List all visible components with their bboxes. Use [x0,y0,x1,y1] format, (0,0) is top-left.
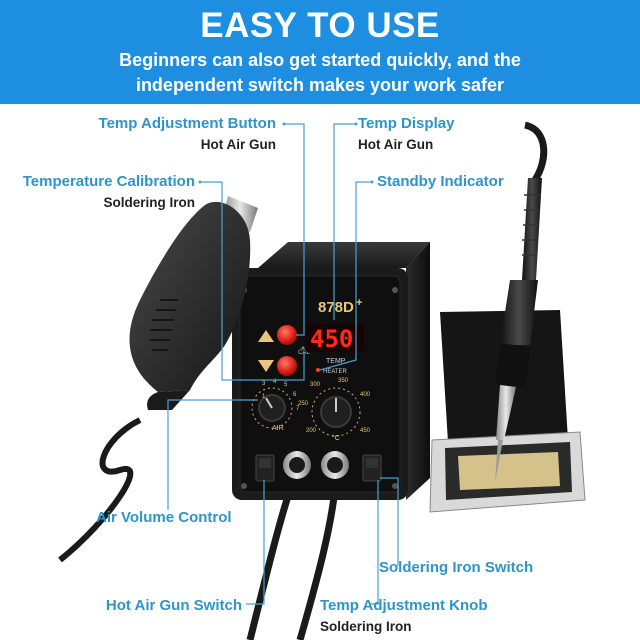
temp-down-button[interactable] [277,356,297,376]
hot-air-gun [129,196,258,410]
leader-lines [167,123,399,605]
callout-temp-display: Temp Display Hot Air Gun [358,115,454,152]
iron-cable [523,121,548,182]
soldering-station: 878D + CAL 450 TEMP HEATER 1 3 4 [232,242,430,500]
callout-temp-adjustment-button: Temp Adjustment Button Hot Air Gun [99,115,276,152]
callout-soldering-iron-switch: Soldering Iron Switch [379,559,533,576]
callout-title: Temperature Calibration [22,173,195,190]
heater-label: HEATER [323,369,348,375]
cal-hole[interactable] [301,346,305,350]
temp-scale-350: 350 [338,378,349,384]
air-scale-3: 3 [262,381,266,387]
temp-label: TEMP [326,358,346,365]
air-label: AIR [272,425,284,432]
standby-indicator-light [316,368,320,372]
cable-left [246,488,294,640]
soldering-iron [495,178,542,482]
callout-title: Temp Display [358,115,455,132]
product-illustration: 878D + CAL 450 TEMP HEATER 1 3 4 [58,121,586,640]
up-arrow-icon [258,330,274,342]
callout-hot-air-gun-switch: Hot Air Gun Switch [106,597,242,614]
temp-scale-300: 300 [310,382,321,388]
callout-sub: Hot Air Gun [200,137,276,152]
temp-scale-200: 200 [306,428,317,434]
callout-temp-adjustment-knob: Temp Adjustment Knob Soldering Iron [320,597,488,634]
subtitle-line-2: independent switch makes your work safer [135,75,505,95]
air-scale-1: 1 [262,394,266,400]
callout-sub: Soldering Iron [320,619,412,634]
callout-title: Air Volume Control [96,509,232,526]
air-volume-knob-group: 1 3 4 5 6 7 AIR [251,379,300,432]
air-scale-6: 6 [293,392,297,398]
callout-title: Soldering Iron Switch [379,559,534,576]
cleaning-sponge [458,452,560,490]
model-plus: + [356,297,362,309]
subtitle-line-1: Beginners can also get started quickly, … [119,50,521,70]
model-label: 878D [318,299,354,316]
temp-scale-450: 450 [360,428,371,434]
callout-title: Standby Indicator [377,173,504,190]
callout-air-volume-control: Air Volume Control [96,509,232,526]
temp-scale-250: 250 [298,401,309,407]
down-arrow-icon [258,360,274,372]
page-title: EASY TO USE [200,6,440,45]
temp-up-button[interactable] [277,325,297,345]
temp-knob-group: 200 250 300 350 400 450 °C [298,378,371,442]
product-scene: 878D + CAL 450 TEMP HEATER 1 3 4 [0,104,640,640]
callout-sub: Soldering Iron [103,195,195,210]
air-scale-4: 4 [273,379,277,385]
air-scale-5: 5 [284,382,288,388]
callout-sub: Hot Air Gun [358,137,434,152]
callout-title: Hot Air Gun Switch [105,597,242,614]
callout-temperature-calibration: Temperature Calibration Soldering Iron [23,173,195,210]
callout-title: Temp Adjustment Knob [320,597,488,614]
celsius-label: °C [332,434,340,442]
gun-cable [58,417,142,563]
callout-standby-indicator: Standby Indicator [377,173,504,190]
temp-scale-400: 400 [360,392,371,398]
header-banner: EASY TO USE Beginners can also get start… [0,0,640,104]
temp-display: 450 [310,325,353,353]
callout-title: Temp Adjustment Button [98,115,276,132]
cable-right [296,489,339,640]
air-scale-7: 7 [296,406,300,412]
